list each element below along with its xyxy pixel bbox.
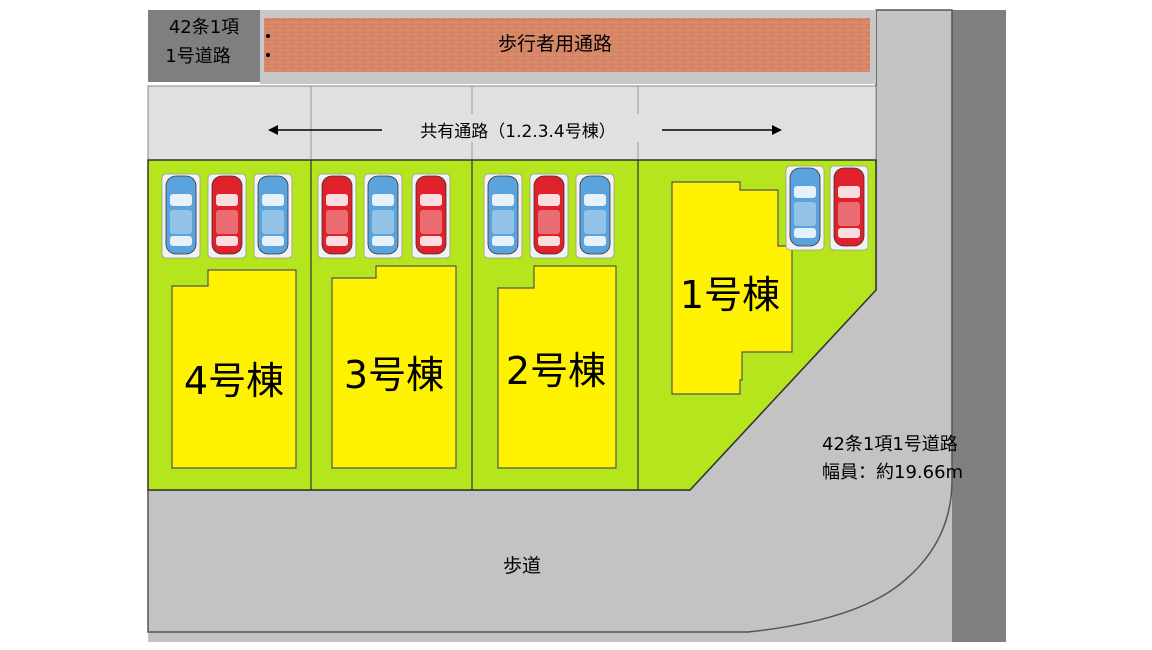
building-2 [497, 265, 617, 469]
car-red-lot3-1 [317, 173, 357, 259]
top-left-road-label-2: 1号道路 [165, 46, 230, 67]
building-3 [331, 265, 457, 469]
arrow-left-icon [268, 125, 382, 135]
car-red-lot3-3 [411, 173, 451, 259]
top-left-road [148, 10, 260, 82]
car-blue-lot3-2 [363, 173, 403, 259]
car-blue-lot4-1 [161, 173, 201, 259]
building-4 [171, 269, 297, 469]
shared-path-label: 共有通路（1.2.3.4号棟） [420, 122, 615, 142]
building-1-label: 1号棟 [680, 273, 780, 317]
pedestrian-path-label: 歩行者用通路 [498, 33, 612, 55]
right-road-label-1: 42条1項1号道路 [822, 434, 958, 455]
parking-cars [161, 165, 869, 259]
sidewalk-label: 歩道 [503, 555, 541, 577]
car-red-lot2-2 [529, 173, 569, 259]
top-left-road-label-1: 42条1項 [169, 17, 239, 38]
car-red-lot1-2 [829, 165, 869, 251]
building-4-label: 4号棟 [184, 359, 284, 403]
car-blue-lot2-1 [483, 173, 523, 259]
building-1 [671, 181, 793, 395]
car-blue-lot1-1 [785, 165, 825, 251]
car-red-lot4-2 [207, 173, 247, 259]
right-road-outer [952, 10, 1006, 642]
building-2-label: 2号棟 [506, 349, 606, 393]
arrow-right-icon [662, 125, 782, 135]
car-blue-lot4-3 [253, 173, 293, 259]
sidewalk-area [147, 9, 953, 633]
car-blue-lot2-3 [575, 173, 615, 259]
right-road-label-2: 幅員：約19.66m [822, 462, 963, 483]
building-3-label: 3号棟 [344, 353, 444, 397]
